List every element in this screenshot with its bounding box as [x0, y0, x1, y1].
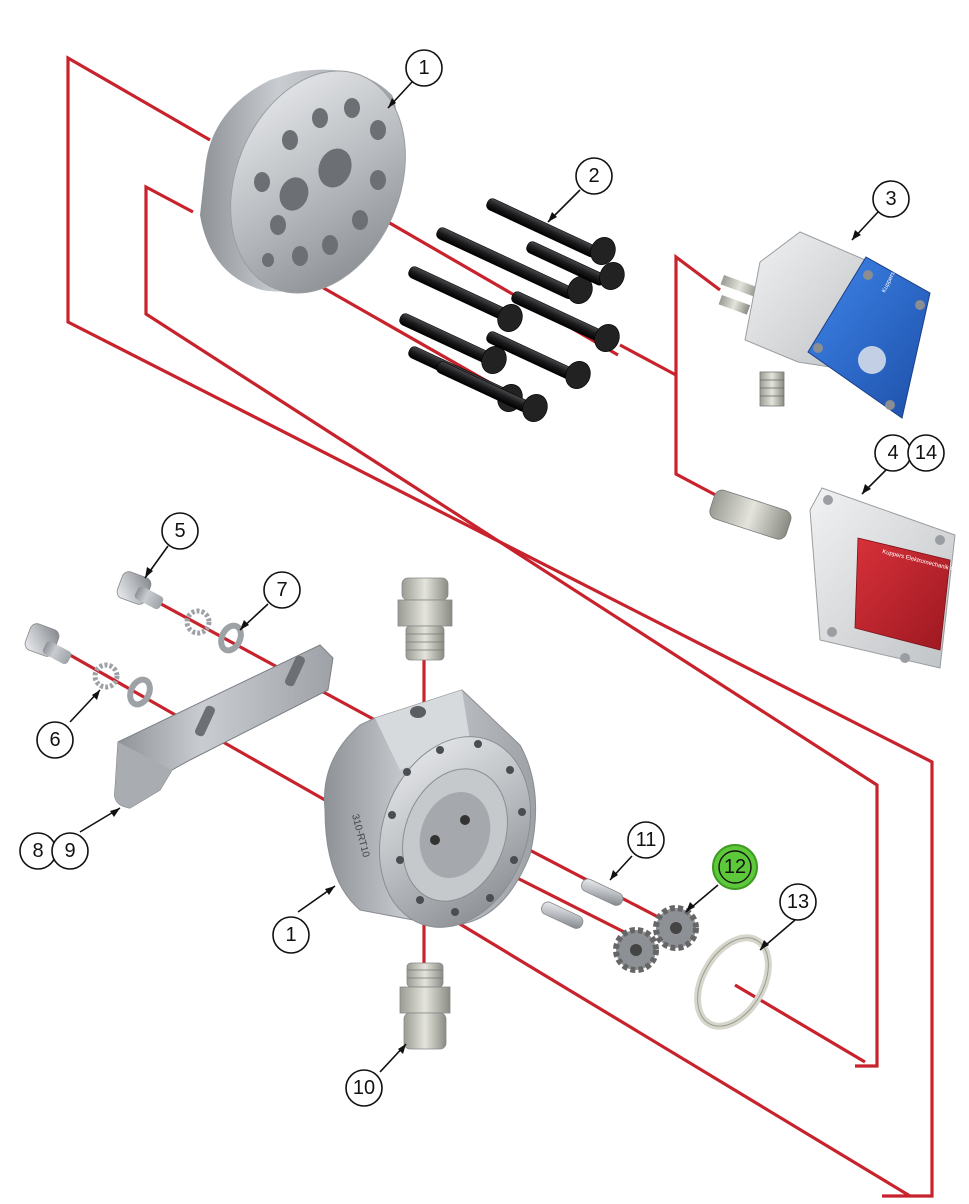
svg-text:14: 14 — [915, 442, 937, 464]
pump-housing-part: 310-RT10 — [323, 689, 537, 928]
gears-part — [613, 905, 699, 973]
callout-9: 9 — [51, 832, 89, 870]
tooth-washer — [92, 608, 212, 690]
svg-text:8: 8 — [32, 840, 43, 862]
mounting-bracket-part — [114, 644, 334, 809]
svg-text:4: 4 — [887, 442, 898, 464]
assembly-line-inner-loop — [144, 184, 879, 1068]
svg-text:9: 9 — [64, 840, 75, 862]
callout-2: 2 — [575, 157, 613, 195]
bolt — [486, 331, 591, 389]
bottom-fitting-part — [399, 962, 451, 1050]
svg-text:1: 1 — [418, 57, 429, 79]
callout-7: 7 — [263, 571, 301, 609]
callout-5: 5 — [161, 512, 199, 550]
svg-text:3: 3 — [885, 188, 896, 210]
svg-text:11: 11 — [636, 829, 657, 851]
flat-washer — [127, 622, 244, 708]
screw-6 — [24, 623, 72, 665]
callout-8: 8 — [19, 832, 57, 870]
assembly-line-sensors — [674, 253, 726, 502]
bolt — [436, 361, 548, 422]
socket-head-bolts-part — [399, 198, 625, 422]
leader-lines — [69, 81, 891, 1073]
top-fitting-part — [397, 577, 453, 661]
seal-ring-part — [694, 934, 772, 1030]
callout-12-highlighted: 12 — [712, 844, 758, 890]
callout-6: 6 — [36, 721, 74, 759]
bolt — [526, 241, 625, 290]
svg-text:6: 6 — [49, 729, 60, 751]
callout-3: 3 — [872, 180, 910, 218]
bolt — [511, 291, 620, 352]
svg-text:2: 2 — [588, 165, 599, 187]
svg-text:10: 10 — [353, 1077, 375, 1099]
callout-10: 10 — [345, 1069, 383, 1107]
callout-11: 11 — [627, 821, 665, 859]
callouts: 1 2 3 4 14 5 7 6 — [19, 49, 945, 1107]
callout-1-bottom: 1 — [272, 916, 310, 954]
callout-14: 14 — [907, 434, 945, 472]
small-screws-part — [24, 571, 244, 708]
svg-text:13: 13 — [787, 891, 809, 913]
assembly-line-sensor-join — [619, 343, 677, 377]
top-flange-part — [200, 69, 406, 294]
svg-text:1: 1 — [285, 924, 296, 946]
bolt — [408, 266, 523, 332]
red-sensor-part: Kuppers Elektromechanik GmbH — [709, 487, 968, 669]
bolt — [486, 198, 616, 265]
callout-1-top: 1 — [405, 49, 443, 87]
shaft-pins-part — [541, 878, 624, 929]
assembly-line-screw-5 — [149, 596, 376, 722]
callout-13: 13 — [779, 883, 817, 921]
blue-sensor-part: Kuppers Elektromechanik — [718, 229, 931, 419]
svg-text:5: 5 — [174, 520, 185, 542]
svg-text:12: 12 — [724, 856, 746, 878]
bolt — [399, 313, 507, 374]
svg-text:7: 7 — [276, 579, 287, 601]
assembly-line-seal — [734, 983, 866, 1064]
callout-4: 4 — [874, 434, 912, 472]
screw-5 — [116, 571, 164, 610]
assembly-lines — [66, 55, 934, 1198]
bolt — [436, 227, 593, 304]
assembly-line-housing-bottom — [444, 913, 911, 1198]
